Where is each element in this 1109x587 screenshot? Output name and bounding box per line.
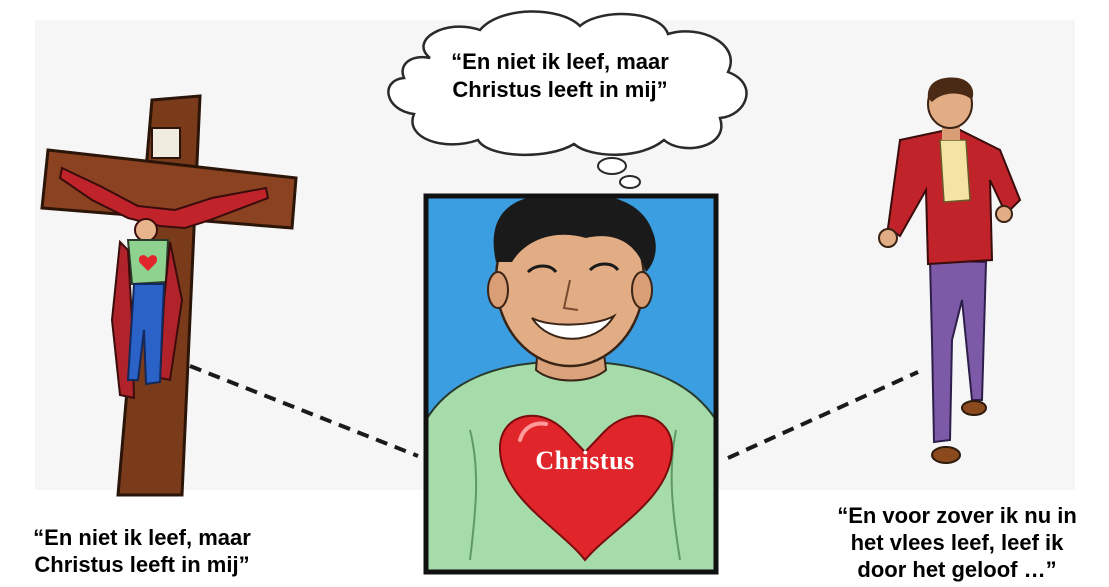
thought-dot-2 <box>619 175 641 189</box>
right-caption: “En voor zover ik nu in het vlees leef, … <box>807 502 1107 583</box>
crucified-head <box>134 218 158 242</box>
man-hand-right <box>995 205 1013 223</box>
thought-cloud <box>387 10 748 157</box>
thought-line-2: Christus leeft in mij” <box>452 77 668 102</box>
inri-sign <box>151 127 181 159</box>
boy-ear-right <box>631 271 653 309</box>
crucified-jeans <box>126 283 166 386</box>
man-hair <box>927 77 974 102</box>
portrait-frame <box>423 193 719 575</box>
thought-bubble-text: “En niet ik leef, maar Christus leeft in… <box>395 48 725 104</box>
heart-label: Christus <box>535 446 635 475</box>
right-caption-line-3: door het geloof …” <box>857 557 1057 582</box>
right-caption-line-2: het vlees leef, leef ik <box>850 530 1064 555</box>
left-caption-line-2: Christus leeft in mij” <box>34 552 250 577</box>
thought-bubble <box>387 10 748 189</box>
boy-eye-right <box>588 262 620 272</box>
man-jeans <box>928 258 988 444</box>
man-hand-left <box>878 228 898 248</box>
big-heart-icon <box>498 414 674 562</box>
small-heart-icon <box>138 255 158 271</box>
right-caption-line-1: “En voor zover ik nu in <box>837 503 1077 528</box>
boy-smile <box>531 313 617 340</box>
shirt-fold-left <box>469 429 478 561</box>
man-shoe-right <box>961 400 987 416</box>
crucified-cloak-right <box>158 241 184 382</box>
man-shirt <box>939 139 971 203</box>
dashed-line-right <box>727 370 919 460</box>
crucifix-figure <box>40 94 298 497</box>
left-caption: “En niet ik leef, maar Christus leeft in… <box>8 524 276 578</box>
boy-nose <box>562 279 579 311</box>
dashed-line-left <box>189 364 419 458</box>
portrait-panel <box>423 193 719 575</box>
man-shoe-left <box>931 446 961 464</box>
boy-eye-left <box>526 264 558 274</box>
thought-line-1: “En niet ik leef, maar <box>451 49 669 74</box>
thought-dot-1 <box>597 157 627 175</box>
boy-hair <box>493 196 656 272</box>
boy-ear-left <box>487 271 509 309</box>
shirt-fold-right <box>670 429 681 561</box>
walking-man-figure <box>878 77 1022 464</box>
left-caption-line-1: “En niet ik leef, maar <box>33 525 251 550</box>
heart-highlight <box>518 421 548 442</box>
crucified-arms <box>58 166 270 230</box>
